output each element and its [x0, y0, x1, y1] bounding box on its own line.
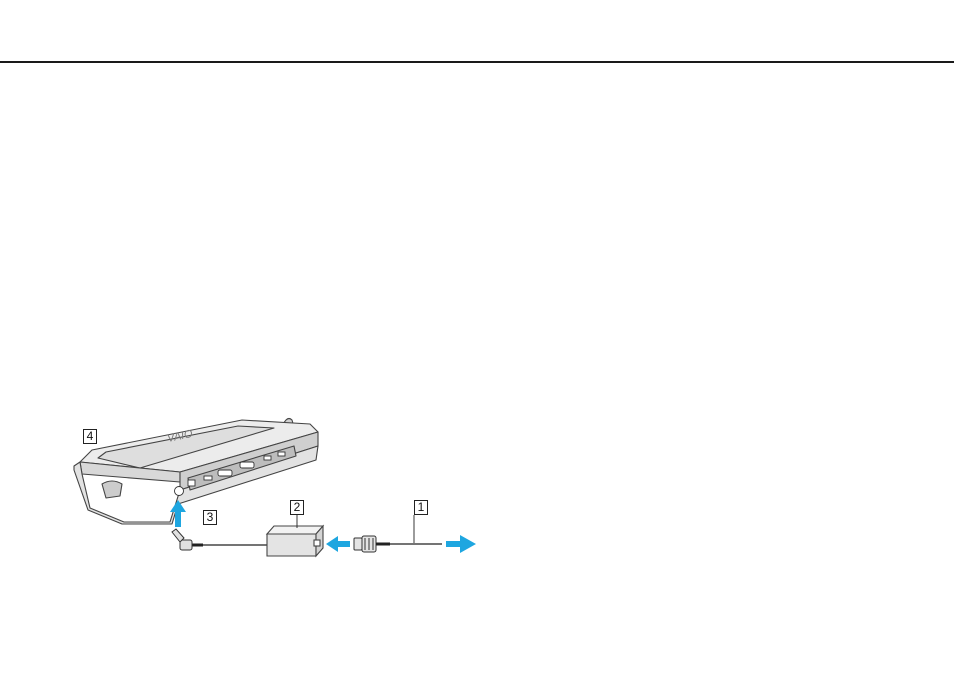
callout-4: 4: [83, 429, 97, 444]
usb-port: [204, 476, 212, 480]
arrow-right-icon: [446, 535, 476, 553]
ac-adapter: [267, 526, 323, 556]
monitor-port: [218, 470, 232, 476]
usb-port-2: [264, 456, 271, 460]
lan-port: [188, 480, 195, 486]
callout-2: 2: [290, 500, 304, 515]
callout-1: 1: [414, 500, 428, 515]
header-rule: [0, 61, 954, 63]
docking-station: [74, 419, 318, 525]
dc-plug: [172, 529, 192, 550]
ac-plug: [354, 536, 376, 552]
connection-diagram: VAIO: [60, 400, 490, 580]
usb-port-3: [278, 452, 285, 456]
arrow-left-icon: [326, 536, 350, 552]
docking-station-connection-figure: VAIO: [60, 400, 490, 580]
dvi-port: [240, 462, 254, 468]
callout-3: 3: [203, 510, 217, 525]
dc-in-port: [175, 487, 184, 496]
